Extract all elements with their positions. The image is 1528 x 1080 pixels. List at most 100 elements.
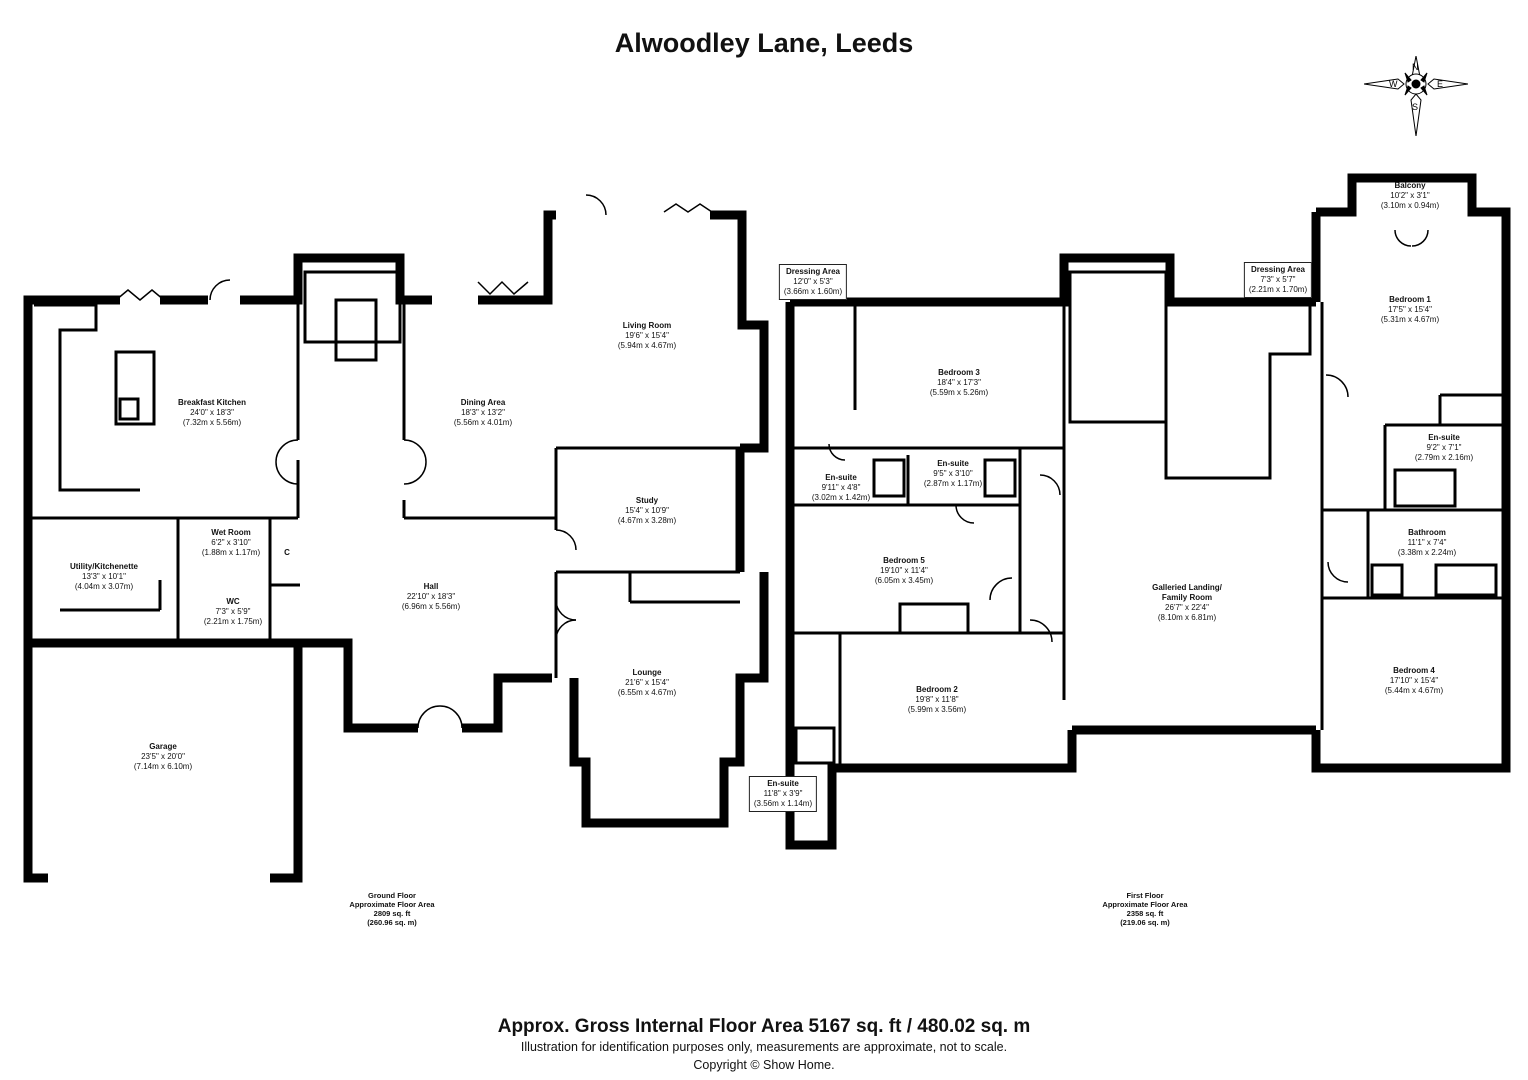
room-imperial: 10'2" x 3'1" — [1390, 191, 1430, 200]
room-name: Breakfast Kitchen — [177, 398, 247, 407]
room-metric: (4.04m x 3.07m) — [74, 582, 134, 591]
compass-north: N — [1412, 62, 1419, 72]
room-name: Galleried Landing/ — [1152, 583, 1222, 592]
copyright: Copyright © Show Home. — [693, 1058, 835, 1072]
room-name: Bedroom 3 — [938, 368, 980, 377]
room-metric: (2.79m x 2.16m) — [1414, 453, 1474, 462]
room-name: En-suite — [1428, 433, 1460, 442]
room-name: Lounge — [632, 668, 662, 677]
room-name: En-suite — [937, 459, 969, 468]
compass-rose-icon: N S E W — [1364, 56, 1468, 136]
room-label-utility-kitchenette: Utility/Kitchenette 13'3" x 10'1" (4.04m… — [70, 562, 138, 592]
room-imperial: 21'6" x 15'4" — [625, 678, 669, 687]
room-imperial: 18'4" x 17'3" — [937, 378, 981, 387]
room-imperial: 26'7" x 22'4" — [1165, 603, 1209, 612]
room-metric: (7.32m x 5.56m) — [182, 418, 242, 427]
first-floor-doors — [828, 229, 1429, 643]
room-imperial: 24'0" x 18'3" — [190, 408, 234, 417]
room-imperial: 19'6" x 15'4" — [625, 331, 669, 340]
room-imperial: 18'3" x 13'2" — [461, 408, 505, 417]
compass-west: W — [1389, 79, 1398, 89]
room-metric: (2.87m x 1.17m) — [923, 479, 983, 488]
room-name: Garage — [149, 742, 177, 751]
disclaimer: Illustration for identification purposes… — [520, 1040, 1008, 1054]
room-name: Study — [635, 496, 659, 505]
room-metric: (2.21m x 1.75m) — [203, 617, 263, 626]
room-name: Bedroom 5 — [883, 556, 925, 565]
room-metric: (5.56m x 4.01m) — [453, 418, 513, 427]
room-metric: (5.44m x 4.67m) — [1384, 686, 1444, 695]
room-metric: (5.59m x 5.26m) — [929, 388, 989, 397]
room-name: Living Room — [622, 321, 672, 330]
ground-floor-walls — [23, 210, 769, 883]
room-label-en-suite-4: En-suite 9'2" x 7'1" (2.79m x 2.16m) — [1415, 433, 1473, 463]
room-name: Bedroom 1 — [1389, 295, 1431, 304]
room-name-line2: Family Room — [1161, 593, 1213, 602]
room-label-en-suite-1: En-suite 9'11" x 4'8" (3.02m x 1.42m) — [812, 473, 870, 503]
room-label-bedroom-1: Bedroom 1 17'5" x 15'4" (5.31m x 4.67m) — [1381, 295, 1439, 325]
ground-floor-internal — [28, 270, 740, 678]
floor-area-sqft: 2809 sq. ft — [373, 909, 411, 918]
room-label-dining-area: Dining Area 18'3" x 13'2" (5.56m x 4.01m… — [454, 398, 512, 428]
compass-east: E — [1437, 79, 1443, 89]
floor-area-sqft: 2358 sq. ft — [1126, 909, 1164, 918]
room-name: Bathroom — [1408, 528, 1446, 537]
room-label-wet-room: Wet Room 6'2" x 3'10" (1.88m x 1.17m) — [202, 528, 260, 558]
floor-name: First Floor — [1126, 891, 1164, 900]
room-label-bedroom-3: Bedroom 3 18'4" x 17'3" (5.59m x 5.26m) — [930, 368, 988, 398]
room-imperial: 11'1" x 7'4" — [1407, 538, 1447, 547]
room-imperial: 6'2" x 3'10" — [211, 538, 251, 547]
room-metric: (5.99m x 3.56m) — [907, 705, 967, 714]
room-metric: (6.05m x 3.45m) — [874, 576, 934, 585]
room-label-bedroom-5: Bedroom 5 19'10" x 11'4" (6.05m x 3.45m) — [875, 556, 933, 586]
room-label-bedroom-4: Bedroom 4 17'10" x 15'4" (5.44m x 4.67m) — [1385, 666, 1443, 696]
first-floor-walls — [785, 173, 1511, 850]
room-metric: (3.56m x 1.14m) — [753, 799, 813, 808]
floor-area-caption: Approximate Floor Area — [1102, 900, 1188, 909]
room-imperial: 17'10" x 15'4" — [1389, 676, 1439, 685]
room-label-hall: Hall 22'10" x 18'3" (6.96m x 5.56m) — [402, 582, 460, 612]
room-label-bathroom: Bathroom 11'1" x 7'4" (3.38m x 2.24m) — [1398, 528, 1456, 558]
room-label-galleried-landing: Galleried Landing/ Family Room 26'7" x 2… — [1152, 583, 1222, 623]
room-name: Dressing Area — [1251, 265, 1305, 274]
room-metric: (3.66m x 1.60m) — [783, 287, 843, 296]
room-name: Bedroom 2 — [916, 685, 958, 694]
room-label-en-suite-3: En-suite 11'8" x 3'9" (3.56m x 1.14m) — [748, 776, 818, 812]
room-imperial: 23'5" x 20'0" — [141, 752, 185, 761]
room-imperial: 19'10" x 11'4" — [880, 566, 928, 575]
room-label-bedroom-2: Bedroom 2 19'8" x 11'8" (5.99m x 3.56m) — [908, 685, 966, 715]
room-imperial: 12'0" x 5'3" — [793, 277, 833, 286]
room-name: Hall — [423, 582, 439, 591]
room-name: En-suite — [825, 473, 857, 482]
room-label-study: Study 15'4" x 10'9" (4.67m x 3.28m) — [618, 496, 676, 526]
gross-floor-area: Approx. Gross Internal Floor Area 5167 s… — [497, 1016, 1031, 1037]
room-name: Balcony — [1394, 181, 1426, 190]
ground-floor-doors — [115, 194, 713, 729]
room-imperial: 17'5" x 15'4" — [1388, 305, 1432, 314]
room-metric: (2.21m x 1.70m) — [1248, 285, 1308, 294]
room-metric: (5.31m x 4.67m) — [1380, 315, 1440, 324]
room-label-balcony: Balcony 10'2" x 3'1" (3.10m x 0.94m) — [1381, 181, 1439, 211]
room-label-wc: WC 7'3" x 5'9" (2.21m x 1.75m) — [204, 597, 262, 627]
room-label-dressing-area-1: Dressing Area 12'0" x 5'3" (3.66m x 1.60… — [778, 264, 848, 300]
page-title: Alwoodley Lane, Leeds — [614, 28, 914, 58]
room-imperial: 7'3" x 5'9" — [215, 607, 251, 616]
room-name: En-suite — [767, 779, 799, 788]
room-name: Utility/Kitchenette — [69, 562, 139, 571]
room-imperial: 22'10" x 18'3" — [406, 592, 456, 601]
floor-area-sqm: (219.06 sq. m) — [1120, 918, 1170, 927]
compass-south: S — [1412, 102, 1418, 112]
room-name: Dressing Area — [786, 267, 840, 276]
room-name: Dining Area — [460, 398, 506, 407]
floor-area-caption: Approximate Floor Area — [349, 900, 435, 909]
room-imperial: 15'4" x 10'9" — [625, 506, 669, 515]
room-imperial: 7'3" x 5'7" — [1260, 275, 1296, 284]
floor-area-sqm: (260.96 sq. m) — [367, 918, 417, 927]
room-label-en-suite-2: En-suite 9'5" x 3'10" (2.87m x 1.17m) — [924, 459, 982, 489]
room-metric: (4.67m x 3.28m) — [617, 516, 677, 525]
room-metric: (6.96m x 5.56m) — [401, 602, 461, 611]
first-floor-area-label: First Floor Approximate Floor Area 2358 … — [1102, 891, 1187, 927]
room-label-living-room: Living Room 19'6" x 15'4" (5.94m x 4.67m… — [618, 321, 676, 351]
room-imperial: 13'3" x 10'1" — [82, 572, 126, 581]
